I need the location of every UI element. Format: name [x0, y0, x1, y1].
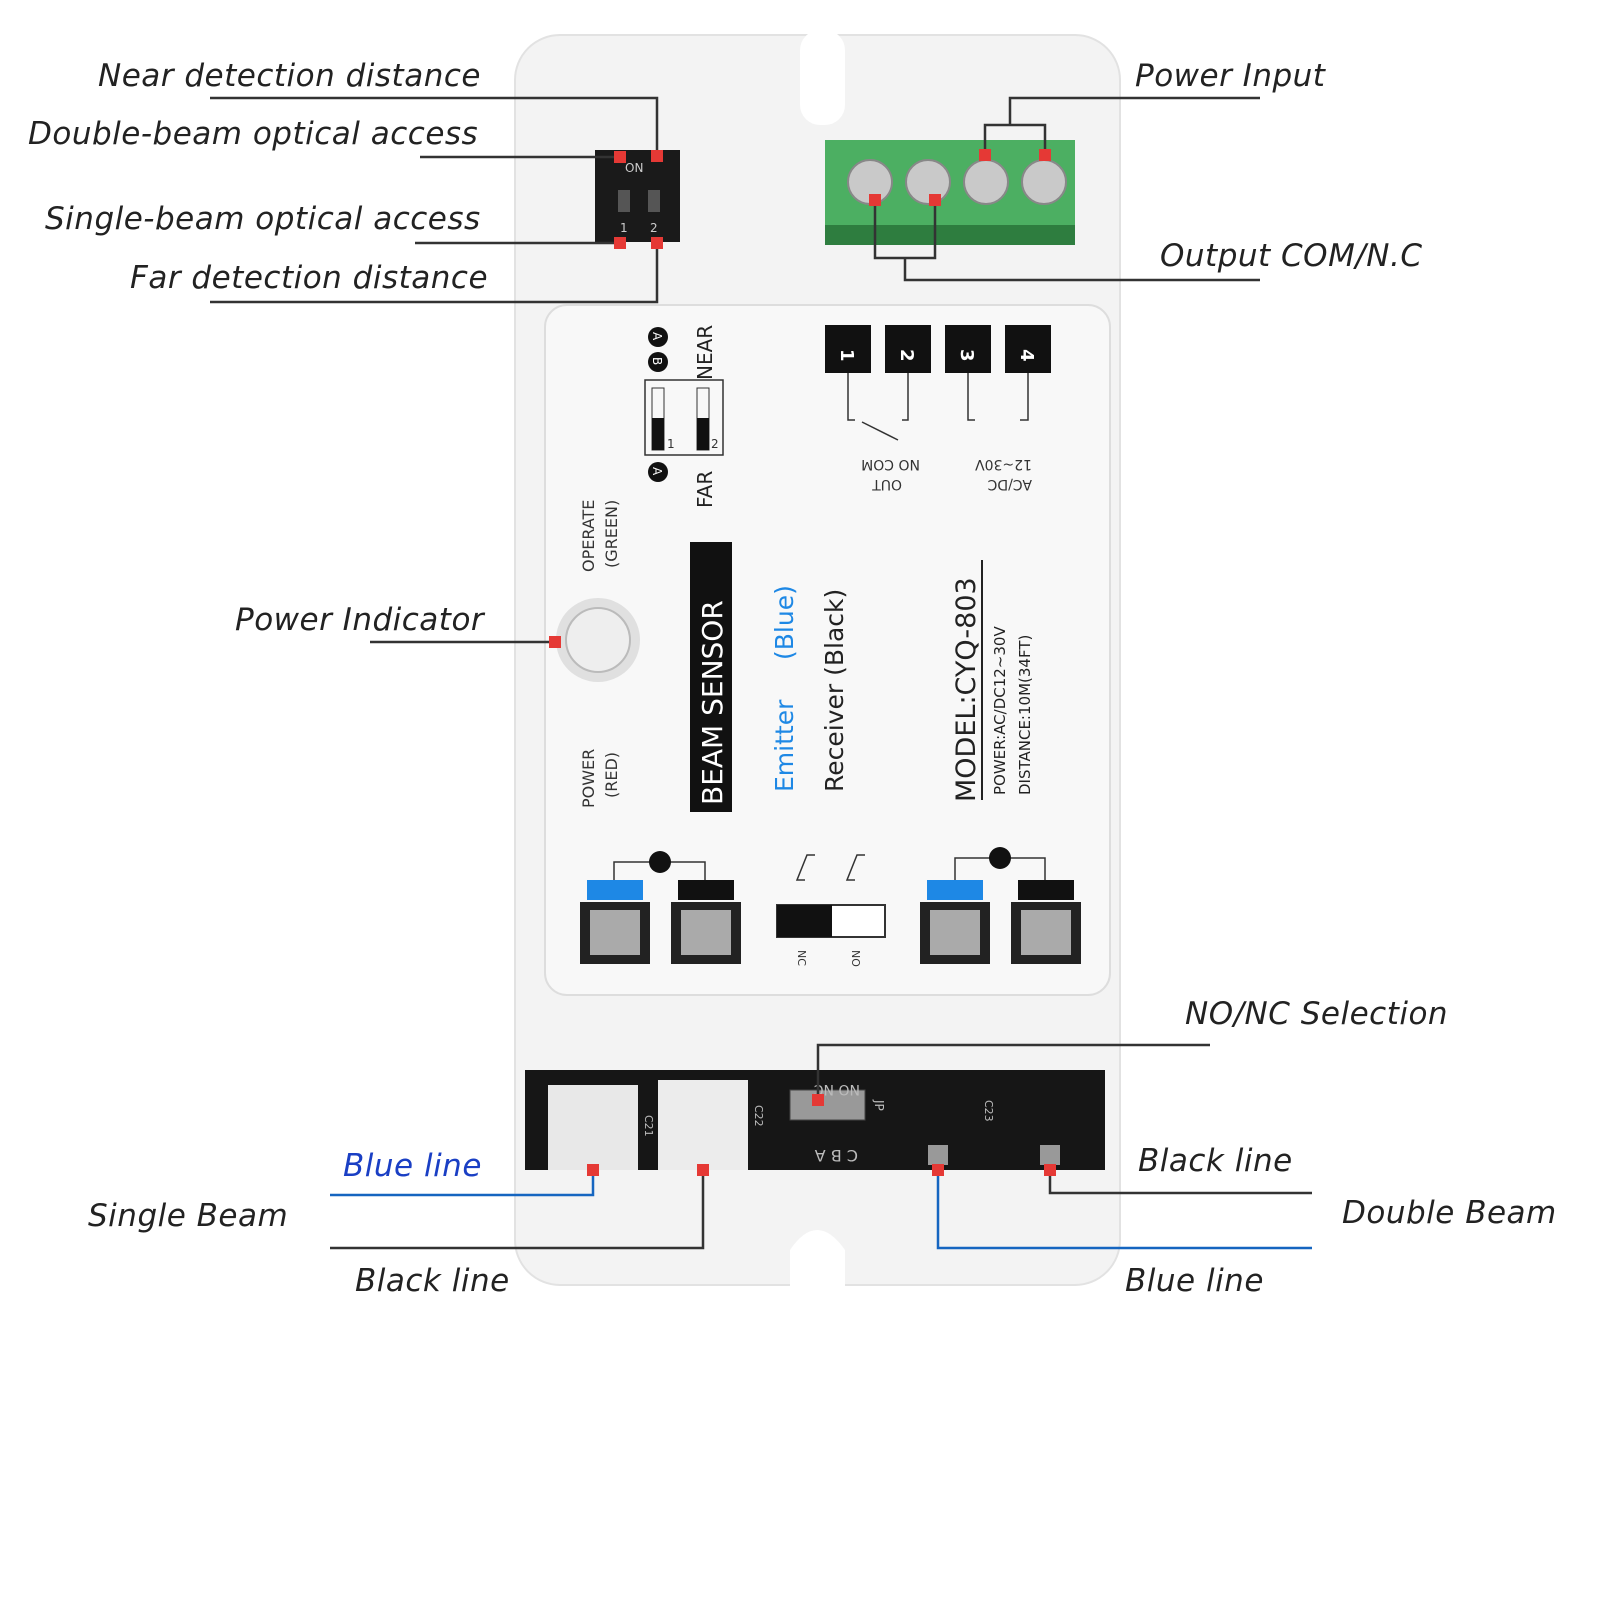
svg-text:NO COM: NO COM — [861, 456, 920, 472]
label-power-indicator: Power Indicator — [235, 602, 485, 638]
svg-text:MODEL:CYQ-803: MODEL:CYQ-803 — [951, 577, 982, 802]
label-double-beam: Double Beam — [1342, 1195, 1557, 1231]
svg-text:12~30V: 12~30V — [975, 456, 1032, 472]
label-no-nc-selection: NO/NC Selection — [1185, 996, 1449, 1032]
label-black-line-right: Black line — [1138, 1143, 1293, 1179]
svg-text:2: 2 — [711, 437, 719, 451]
svg-text:NO NC: NO NC — [814, 1081, 860, 1097]
blue-leader-lines — [330, 1170, 1312, 1250]
dip-marking: 1 2 A B A NEAR FAR — [644, 325, 724, 508]
svg-text:DISTANCE:10M(34FT): DISTANCE:10M(34FT) — [1016, 635, 1034, 795]
svg-text:NO: NO — [849, 950, 862, 967]
panel-text: OPERATE (GREEN) POWER (RED) BEAM SENSOR … — [579, 500, 1034, 812]
svg-text:A: A — [650, 467, 664, 476]
svg-text:Emitter: Emitter — [770, 699, 799, 792]
svg-text:BEAM SENSOR: BEAM SENSOR — [696, 600, 729, 805]
svg-text:3: 3 — [956, 349, 977, 362]
label-output-com-nc: Output COM/N.C — [1160, 238, 1423, 274]
svg-text:FAR: FAR — [693, 471, 717, 508]
svg-text:1: 1 — [620, 221, 628, 235]
label-double-beam-access: Double-beam optical access — [28, 116, 479, 152]
connector-markings: NC NO — [580, 847, 1081, 967]
svg-text:4: 4 — [1016, 349, 1037, 362]
svg-text:1: 1 — [836, 349, 857, 362]
terminal-block[interactable] — [825, 140, 1075, 245]
label-black-line-left: Black line — [355, 1263, 510, 1299]
label-power-input: Power Input — [1135, 58, 1326, 94]
label-single-beam: Single Beam — [88, 1198, 289, 1234]
pcb: NO NC C B A JP C21 C22 C23 — [525, 1070, 1105, 1170]
svg-text:C21: C21 — [642, 1115, 655, 1137]
label-single-beam-access: Single-beam optical access — [45, 201, 481, 237]
svg-text:AC/DC: AC/DC — [987, 476, 1032, 492]
svg-text:A: A — [650, 332, 664, 341]
svg-text:JP: JP — [872, 1099, 886, 1111]
leader-lines — [210, 96, 1312, 1250]
svg-text:(GREEN): (GREEN) — [602, 500, 621, 568]
svg-text:B: B — [650, 357, 664, 365]
svg-text:1: 1 — [667, 437, 675, 451]
label-panel — [544, 304, 1111, 996]
svg-text:OPERATE: OPERATE — [579, 500, 598, 572]
red-markers — [549, 149, 1056, 1176]
power-indicator-led — [556, 598, 640, 682]
svg-text:OUT: OUT — [872, 476, 902, 492]
label-near-detection: Near detection distance — [98, 58, 481, 94]
svg-text:POWER:AC/DC12~30V: POWER:AC/DC12~30V — [991, 626, 1009, 795]
svg-text:ON: ON — [625, 161, 643, 175]
svg-text:2: 2 — [896, 349, 917, 362]
svg-text:(Blue): (Blue) — [770, 585, 799, 660]
label-blue-line-left: Blue line — [343, 1148, 482, 1184]
label-far-detection: Far detection distance — [130, 260, 489, 296]
svg-text:NC: NC — [795, 950, 808, 966]
svg-text:C B A: C B A — [815, 1146, 858, 1165]
dip-switch[interactable]: ON 1 2 — [595, 150, 680, 242]
terminal-markings: 1 2 3 4 NO COM OUT 12~30V AC/DC — [825, 325, 1051, 492]
svg-text:2: 2 — [650, 221, 658, 235]
svg-text:NEAR: NEAR — [693, 325, 717, 380]
svg-text:C22: C22 — [752, 1105, 765, 1127]
svg-text:Receiver (Black): Receiver (Black) — [820, 589, 849, 792]
label-blue-line-right: Blue line — [1125, 1263, 1264, 1299]
svg-text:C23: C23 — [982, 1100, 995, 1122]
svg-text:POWER: POWER — [579, 749, 598, 808]
svg-text:(RED): (RED) — [602, 752, 621, 798]
